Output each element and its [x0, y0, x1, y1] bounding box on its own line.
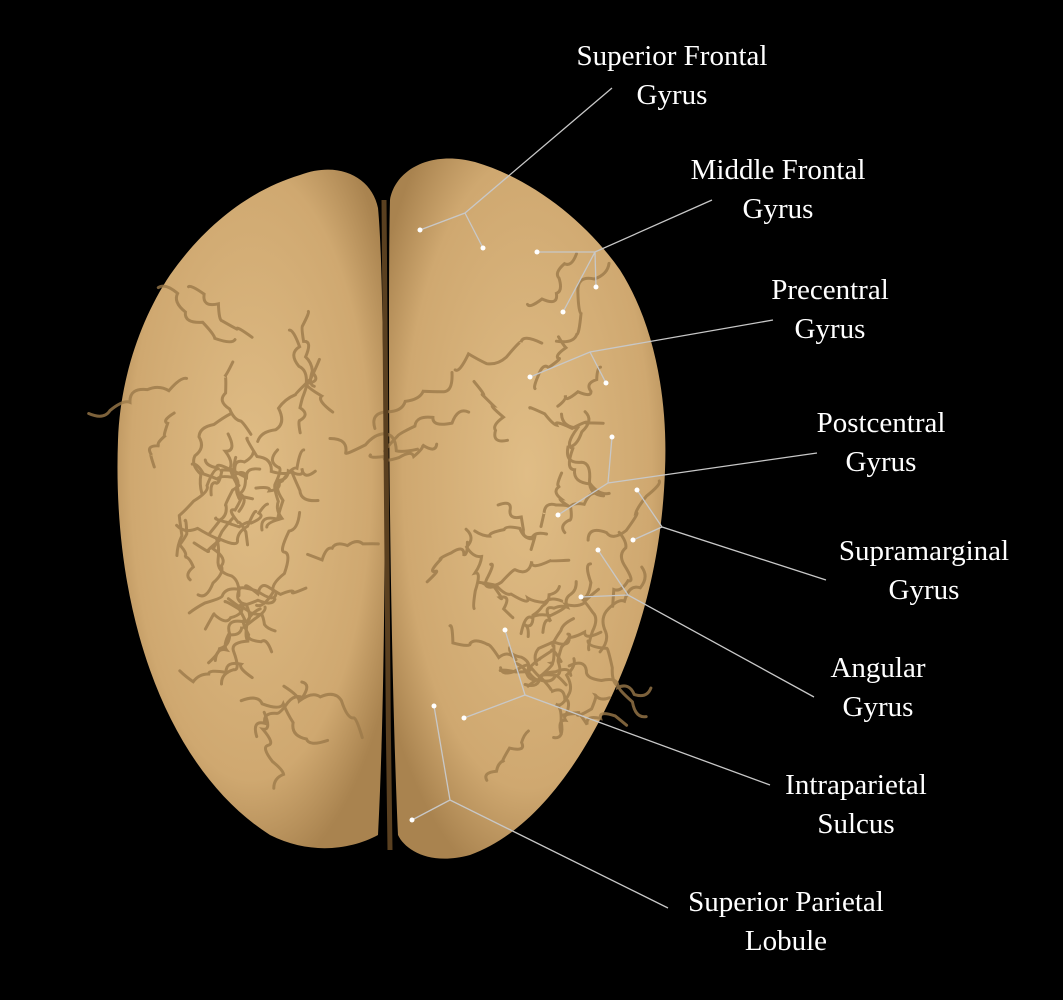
gyrus-fold [484, 729, 530, 782]
gyrus-fold [473, 525, 549, 541]
gyrus-fold [567, 661, 653, 698]
label-line: Sulcus [817, 808, 895, 840]
label-superior-frontal-gyrus: Superior Frontal Gyrus [577, 37, 768, 115]
left-hemisphere [117, 169, 385, 849]
leader-supramarginal [632, 489, 827, 581]
leader-intraparietal [463, 629, 771, 786]
leader-postcentral [557, 436, 818, 516]
gyrus-fold [187, 284, 254, 339]
gyrus-fold [220, 360, 253, 436]
label-superior-parietal-lobule: Superior Parietal Lobule [688, 883, 884, 961]
label-line: Precentral [771, 274, 889, 306]
gyrus-fold [514, 661, 571, 717]
gyrus-fold [255, 511, 302, 608]
label-line: Postcentral [816, 407, 946, 439]
gyrus-fold [526, 252, 578, 308]
label-line: Gyrus [794, 313, 866, 345]
gyrus-fold [203, 597, 277, 631]
leader-precentral [529, 319, 774, 384]
leader-angular [580, 549, 815, 698]
gyrus-fold [196, 515, 236, 598]
gyrus-fold [611, 530, 633, 608]
gyrus-fold [586, 479, 661, 542]
gyrus-fold [464, 527, 484, 610]
gyrus-fold [287, 328, 335, 414]
label-intraparietal-sulcus: Intraparietal Sulcus [785, 766, 927, 844]
gyrus-fold [481, 558, 571, 588]
gyrus-fold [383, 409, 471, 453]
gyrus-fold [533, 629, 603, 666]
longitudinal-fissure [381, 199, 393, 851]
gyrus-fold [192, 412, 232, 496]
gyrus-fold [328, 432, 419, 455]
gyrus-fold [178, 661, 254, 684]
gyrus-fold [556, 365, 602, 408]
gyrus-fold [448, 624, 518, 662]
gyrus-fold [214, 502, 269, 529]
leader-middle-frontal [537, 199, 713, 313]
leader-lines [411, 87, 827, 909]
gyrus-fold [187, 586, 278, 615]
gyrus-fold [156, 284, 237, 344]
gyrus-fold [282, 684, 364, 740]
gyrus-fold [213, 605, 267, 662]
gyrus-fold [508, 646, 568, 687]
gyrus-fold [425, 540, 469, 584]
gyrus-fold [209, 450, 255, 497]
gyrus-fold [203, 458, 254, 501]
label-line: Angular [830, 652, 926, 684]
gyrus-fold [259, 710, 286, 790]
label-line: Gyrus [842, 691, 914, 723]
gyrus-fold [239, 696, 330, 745]
label-precentral-gyrus: Precentral Gyrus [771, 271, 889, 349]
label-line: Superior Frontal [576, 40, 768, 72]
gyrus-fold [253, 680, 309, 739]
label-line: Gyrus [845, 446, 917, 478]
gyrus-fold [554, 261, 611, 344]
leader-superior-frontal [419, 87, 613, 249]
gyrus-fold [148, 411, 176, 469]
label-line: Gyrus [742, 193, 814, 225]
gyrus-fold [244, 584, 308, 597]
gyrus-fold [560, 412, 611, 496]
gyrus-fold [598, 565, 647, 654]
label-line: Supramarginal [838, 535, 1010, 567]
gyrus-fold [554, 471, 573, 535]
label-line: Gyrus [636, 79, 708, 111]
leader-dots [409, 227, 640, 823]
label-angular-gyrus: Angular Gyrus [830, 649, 925, 727]
gyrus-fold [368, 442, 439, 462]
gyrus-fold [552, 657, 576, 740]
label-line: Gyrus [888, 574, 960, 606]
label-line: Lobule [744, 925, 828, 957]
gyrus-fold [541, 580, 578, 634]
gyrus-fold [453, 336, 544, 372]
gyri-folds [87, 252, 661, 790]
gyrus-fold [175, 523, 241, 598]
gyrus-fold [175, 467, 220, 557]
label-line: Middle Frontal [690, 154, 866, 186]
gyrus-fold [254, 467, 317, 493]
gyrus-fold [533, 335, 569, 391]
right-hemisphere [389, 158, 666, 859]
gyrus-fold [245, 436, 320, 503]
leader-superior-parietal [411, 705, 669, 909]
gyrus-fold [306, 540, 380, 562]
label-postcentral-gyrus: Postcentral Gyrus [817, 404, 946, 482]
gyrus-fold [192, 509, 258, 554]
gyrus-fold [483, 562, 515, 620]
gyrus-fold [87, 376, 189, 418]
label-supramarginal-gyrus: Supramarginal Gyrus [839, 532, 1009, 610]
label-line: Superior Parietal [688, 886, 884, 918]
gyrus-fold [528, 406, 605, 431]
gyrus-fold [580, 562, 598, 652]
label-line: Intraparietal [785, 769, 927, 801]
gyrus-fold [472, 380, 509, 443]
gyrus-fold [256, 357, 321, 443]
label-middle-frontal-gyrus: Middle Frontal Gyrus [691, 151, 866, 229]
